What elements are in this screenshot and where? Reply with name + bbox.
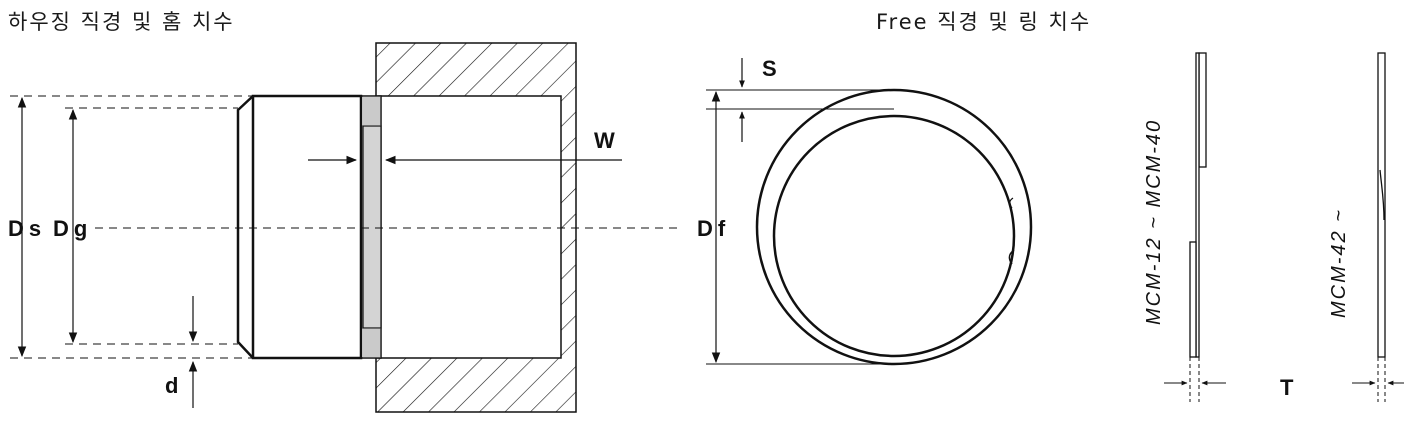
ring-section-title: Free 직경 및 링 치수: [876, 10, 1092, 34]
shaft-body: [236, 94, 363, 360]
t-label: T: [1280, 375, 1294, 400]
ring-b-thickness-lines: [1377, 357, 1386, 402]
w-label: W: [594, 128, 615, 153]
ring-extension-lines: [706, 89, 894, 365]
model-range-a-label: MCM-12 ~ MCM-40: [1143, 119, 1165, 325]
dg-label: Dg: [53, 216, 92, 241]
model-range-b-label: MCM-42 ~: [1328, 208, 1350, 318]
ds-label: Ds: [8, 216, 46, 241]
df-label: Df: [697, 216, 730, 241]
d-label: d: [165, 373, 178, 398]
ring-a-thickness-lines: [1189, 357, 1200, 402]
free-ring-circle: [755, 88, 1033, 366]
housing-section-title: 하우징 직경 및 홈 치수: [8, 10, 235, 34]
ring-profile-b: [1377, 52, 1386, 358]
extension-lines: [10, 95, 680, 359]
ring-profile-a: [1189, 52, 1207, 358]
groove-ring-section: [360, 95, 382, 359]
s-label: S: [762, 56, 777, 81]
